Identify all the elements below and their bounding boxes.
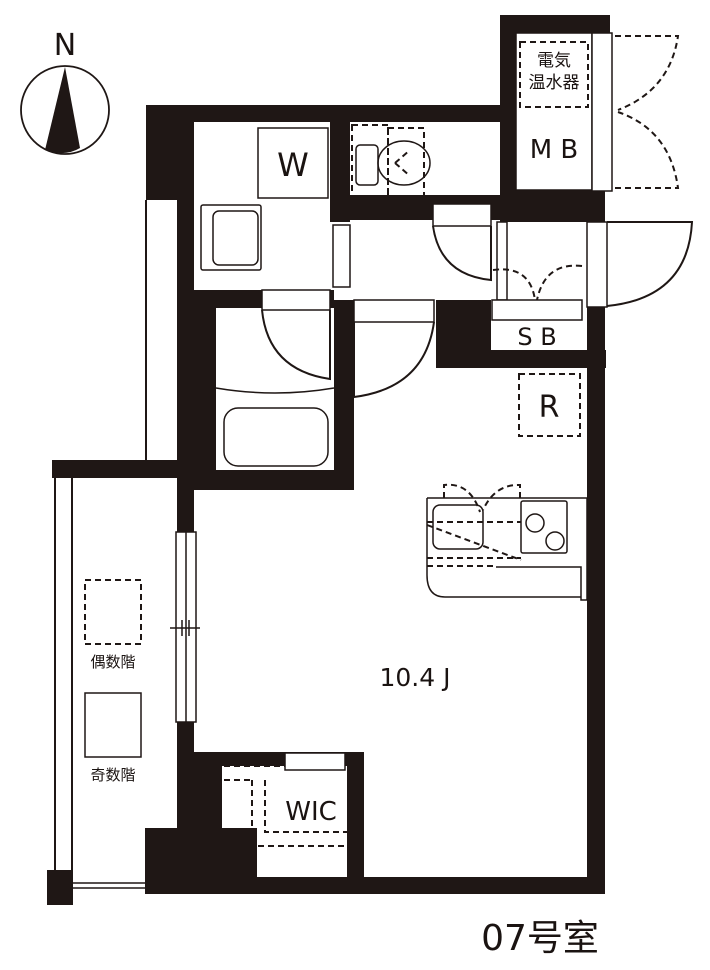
refrigerator: R bbox=[518, 373, 581, 437]
meter-box-label: M B bbox=[530, 135, 579, 165]
room-area-label: 10.4 J bbox=[380, 663, 451, 692]
toilet bbox=[351, 124, 431, 203]
bathroom bbox=[215, 289, 435, 467]
odd-floor-label: 奇数階 bbox=[90, 766, 135, 784]
washroom: W bbox=[200, 127, 351, 288]
wic-label: WIC bbox=[285, 797, 337, 827]
north-arrow-icon bbox=[45, 67, 80, 154]
water-heater-label-2: 温水器 bbox=[529, 73, 580, 93]
hallway-doors bbox=[432, 203, 694, 321]
water-heater-label-1: 電気 bbox=[537, 51, 571, 71]
compass-north-label: N bbox=[54, 28, 76, 63]
kitchen bbox=[426, 483, 588, 601]
washer-label: W bbox=[277, 146, 309, 184]
walk-in-closet: WIC bbox=[177, 752, 347, 878]
meter-box-room: 電気 温水器 M B bbox=[515, 32, 680, 192]
window-sliding bbox=[170, 531, 200, 723]
shoe-box-label: S B bbox=[517, 323, 556, 351]
balcony: 偶数階 奇数階 bbox=[84, 579, 142, 784]
main-room: 10.4 J bbox=[380, 663, 451, 692]
compass: N bbox=[20, 28, 110, 155]
shoe-box: S B bbox=[517, 323, 556, 351]
even-floor-label: 偶数階 bbox=[90, 653, 135, 671]
unit-number-label: 07号室 bbox=[481, 918, 599, 959]
refrigerator-label: R bbox=[539, 390, 560, 425]
